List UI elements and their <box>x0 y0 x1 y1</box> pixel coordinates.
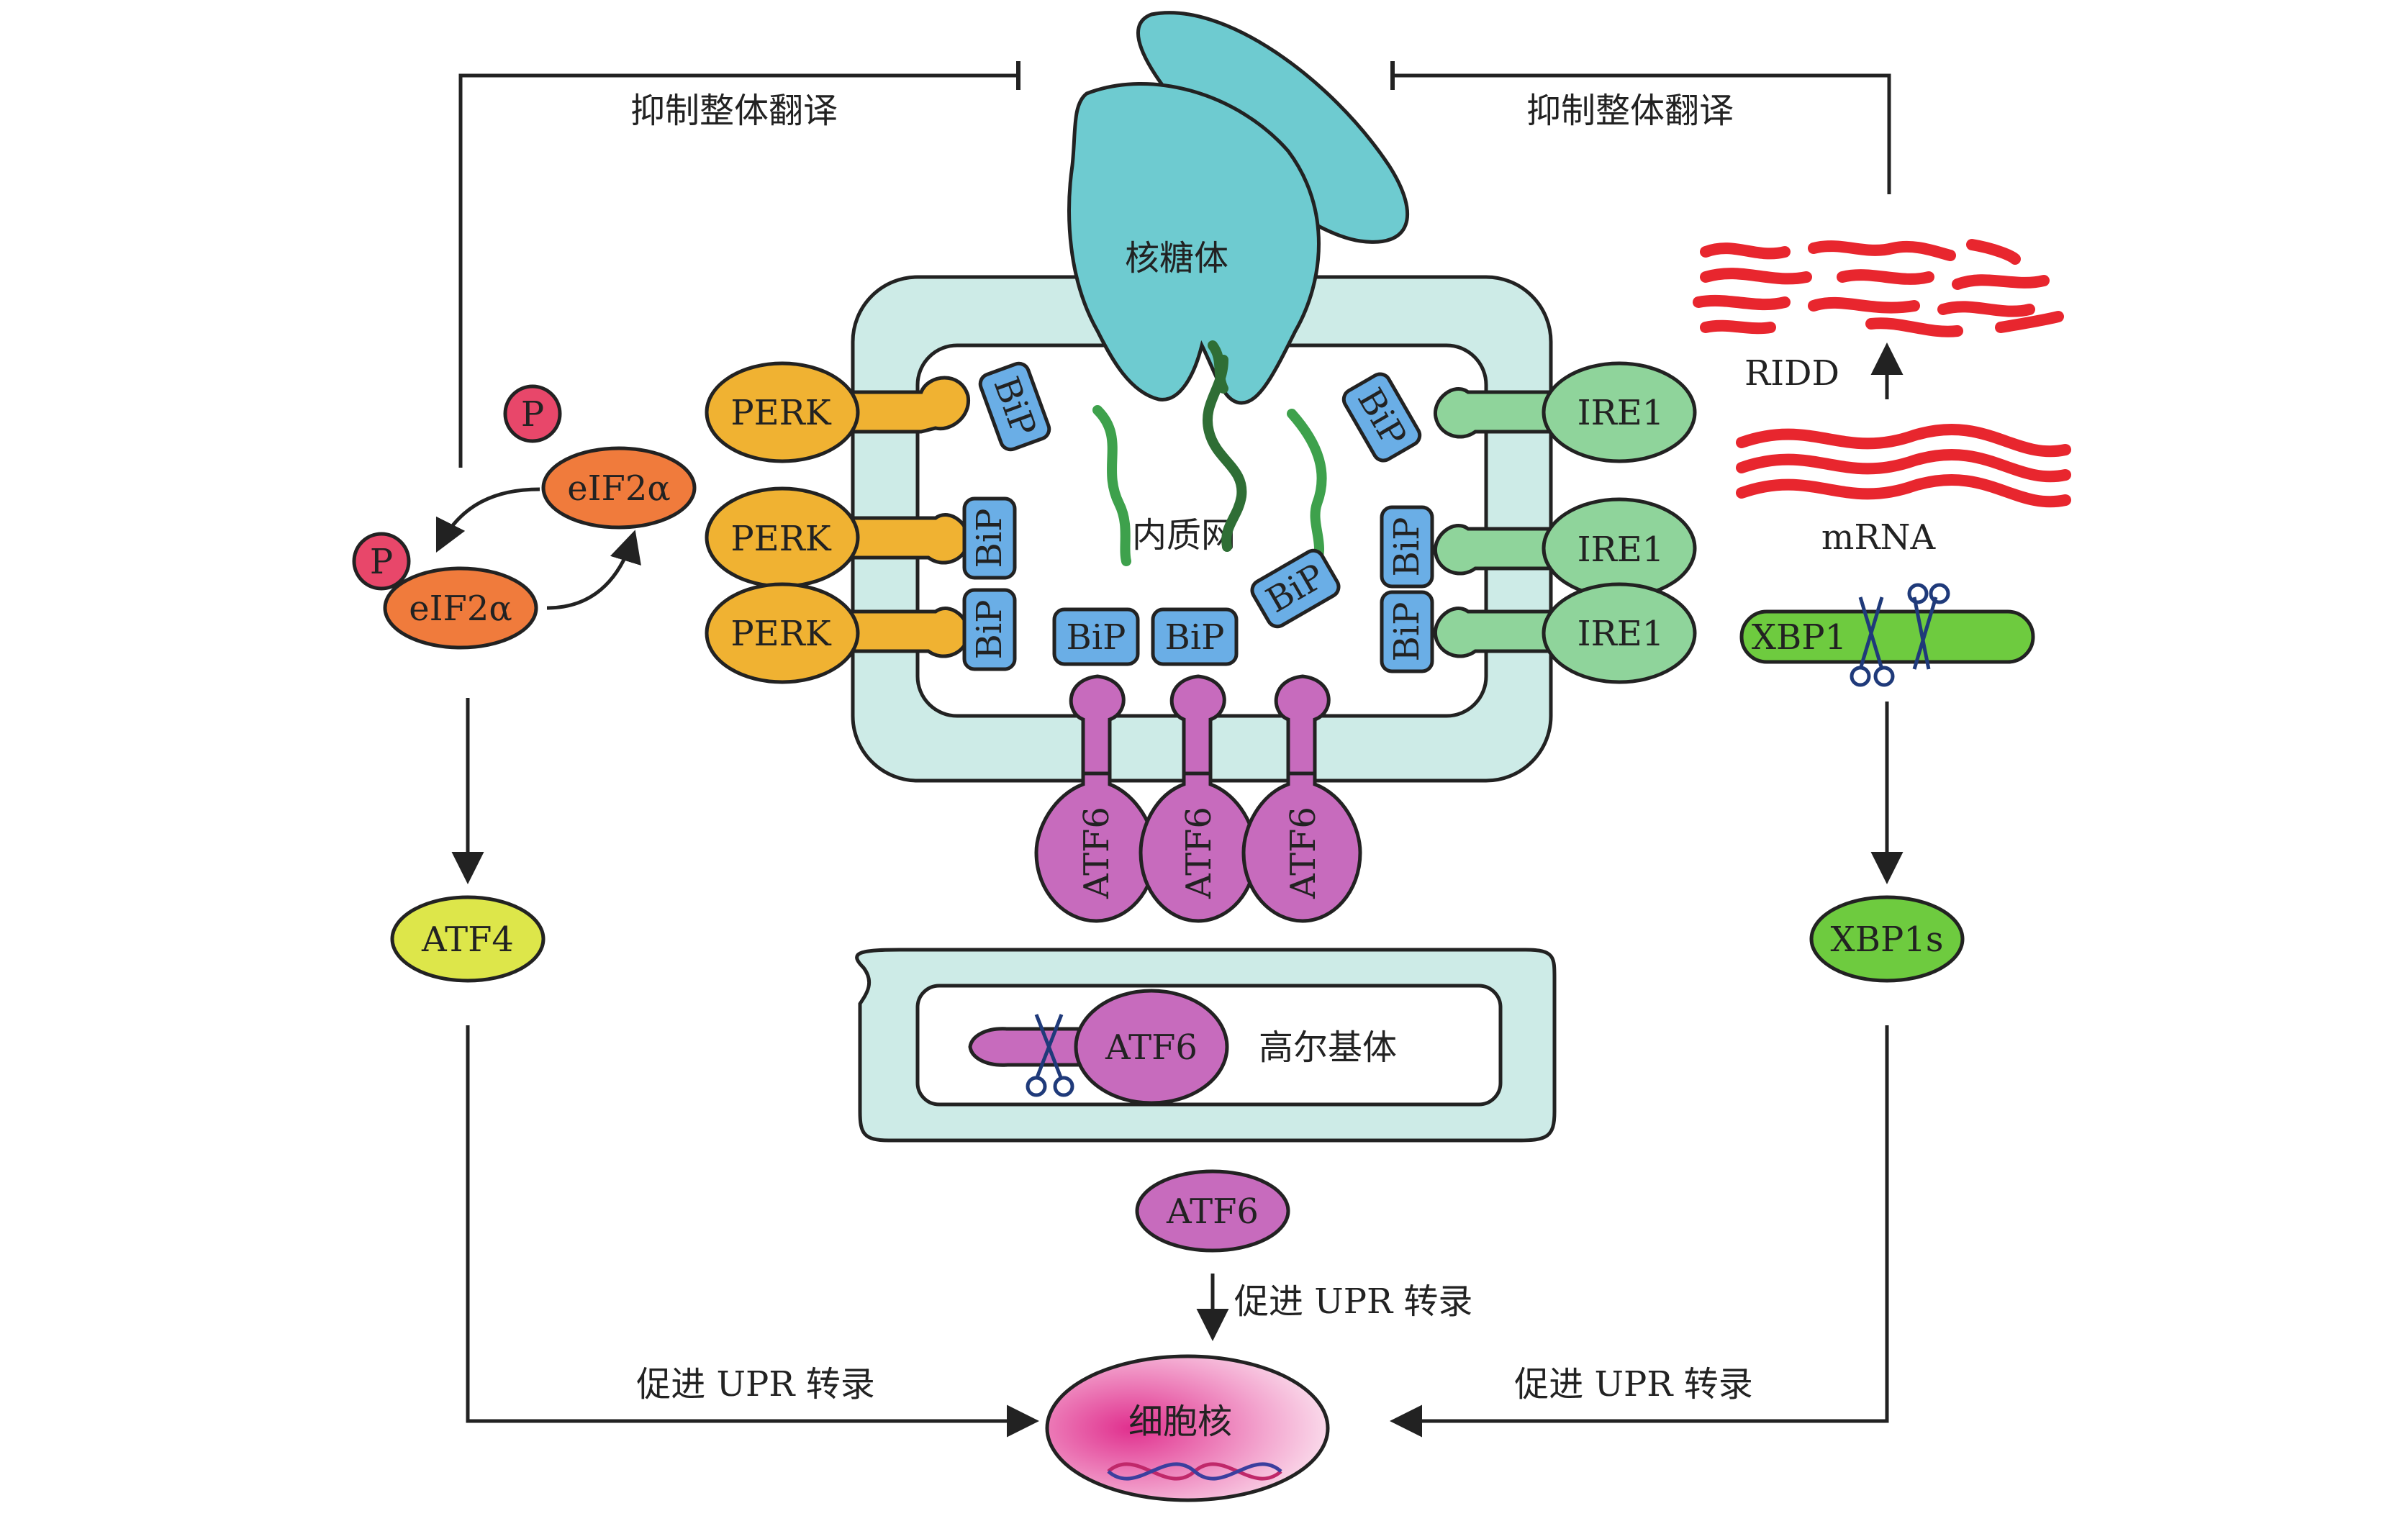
nascent-peptides <box>1092 340 1327 573</box>
phospho-bottom: P <box>352 532 411 591</box>
perk-3-label: PERK <box>730 614 831 654</box>
svg-text:ATF4: ATF4 <box>421 920 514 960</box>
bip-3: BiP <box>962 588 1017 671</box>
atf6-2-label: ATF6 <box>1179 807 1219 899</box>
xbp1: XBP1 <box>1739 583 2035 687</box>
ire1-2: IRE1 <box>1434 497 1697 599</box>
golgi-atf6-label: ATF6 <box>1105 1027 1198 1068</box>
atf6-3-label: ATF6 <box>1283 807 1323 899</box>
perk-2-label: PERK <box>730 519 831 559</box>
dna-icon <box>1107 1462 1282 1481</box>
center-promote-label: 促进 UPR 转录 <box>1234 1281 1472 1322</box>
bip-9: BiP <box>1380 590 1434 673</box>
svg-text:BiP: BiP <box>1387 602 1427 662</box>
golgi-atf6: ATF6 <box>968 989 1229 1105</box>
phospho-top: P <box>503 384 562 443</box>
nucleus: 细胞核 <box>1045 1354 1330 1502</box>
left-promote-label: 促进 UPR 转录 <box>636 1364 874 1404</box>
ribosome: 核糖体 <box>1067 11 1410 405</box>
svg-text:BiP: BiP <box>1165 617 1225 658</box>
right-pathway: 抑制整体翻译 RIDD mRNA XBP1 <box>1390 61 2071 1438</box>
ire1-3-label: IRE1 <box>1578 614 1665 654</box>
bip-5: BiP <box>1151 607 1239 666</box>
atf6-2: ATF6 <box>1139 674 1258 923</box>
ire1-3: IRE1 <box>1434 582 1697 684</box>
bip-1: BiP <box>978 361 1051 452</box>
ire1-2-label: IRE1 <box>1578 530 1665 570</box>
xbp1s: XBP1s <box>1809 895 1965 983</box>
perk-receptors: PERK PERK PERK <box>705 361 970 684</box>
mrna-label: mRNA <box>1821 517 1937 558</box>
svg-text:BiP: BiP <box>969 509 1010 568</box>
svg-text:eIF2α: eIF2α <box>567 468 671 509</box>
eif2a-top: eIF2α <box>541 446 697 530</box>
left-inhibit-label: 抑制整体翻译 <box>630 91 838 131</box>
svg-text:BiP: BiP <box>969 600 1010 660</box>
left-pathway: 抑制整体翻译 P eIF2α P eIF2α ATF4 促进 UPR 转录 <box>352 61 1039 1438</box>
svg-text:ATF6: ATF6 <box>1166 1192 1259 1232</box>
golgi-apparatus: ATF6 高尔基体 <box>855 948 1557 1143</box>
bip-2: BiP <box>962 496 1017 580</box>
bip-4: BiP <box>1052 607 1140 666</box>
ire1-receptors: IRE1 IRE1 IRE1 <box>1434 361 1697 684</box>
degraded-mrna <box>1693 239 2064 337</box>
right-inhibit-label: 抑制整体翻译 <box>1526 91 1734 131</box>
svg-text:P: P <box>370 542 393 582</box>
intact-mrna <box>1736 423 2071 508</box>
svg-text:BiP: BiP <box>1067 617 1126 658</box>
atf6-free: ATF6 <box>1135 1169 1290 1253</box>
golgi-label: 高尔基体 <box>1259 1027 1397 1068</box>
perk-3: PERK <box>705 582 970 684</box>
atf6-receptors: ATF6 ATF6 ATF6 <box>1034 674 1362 923</box>
atf4: ATF4 <box>390 895 546 983</box>
nucleus-label: 细胞核 <box>1128 1402 1232 1442</box>
ire1-1-label: IRE1 <box>1578 393 1665 433</box>
svg-text:XBP1s: XBP1s <box>1831 920 1944 960</box>
ire1-1: IRE1 <box>1434 361 1697 463</box>
bip-8: BiP <box>1380 505 1434 589</box>
svg-text:P: P <box>521 394 544 435</box>
svg-text:BiP: BiP <box>1387 517 1427 577</box>
eif2a-bottom: eIF2α <box>383 566 538 650</box>
bip-chaperones: BiP BiP BiP BiP BiP BiP BiP <box>962 361 1434 673</box>
svg-text:eIF2α: eIF2α <box>409 589 512 629</box>
perk-2: PERK <box>705 486 970 589</box>
atf6-1-label: ATF6 <box>1077 807 1117 899</box>
atf6-1: ATF6 <box>1034 674 1157 923</box>
scissors-icon <box>1850 583 1950 687</box>
ridd-label: RIDD <box>1744 353 1839 394</box>
right-promote-label: 促进 UPR 转录 <box>1514 1364 1752 1404</box>
scissors-icon <box>1026 1014 1074 1097</box>
ribosome-label: 核糖体 <box>1125 238 1228 278</box>
er-label: 内质网 <box>1132 515 1236 555</box>
perk-1: PERK <box>705 361 970 463</box>
perk-1-label: PERK <box>730 393 831 433</box>
svg-text:XBP1: XBP1 <box>1752 617 1847 658</box>
atf6-3: ATF6 <box>1241 674 1362 923</box>
